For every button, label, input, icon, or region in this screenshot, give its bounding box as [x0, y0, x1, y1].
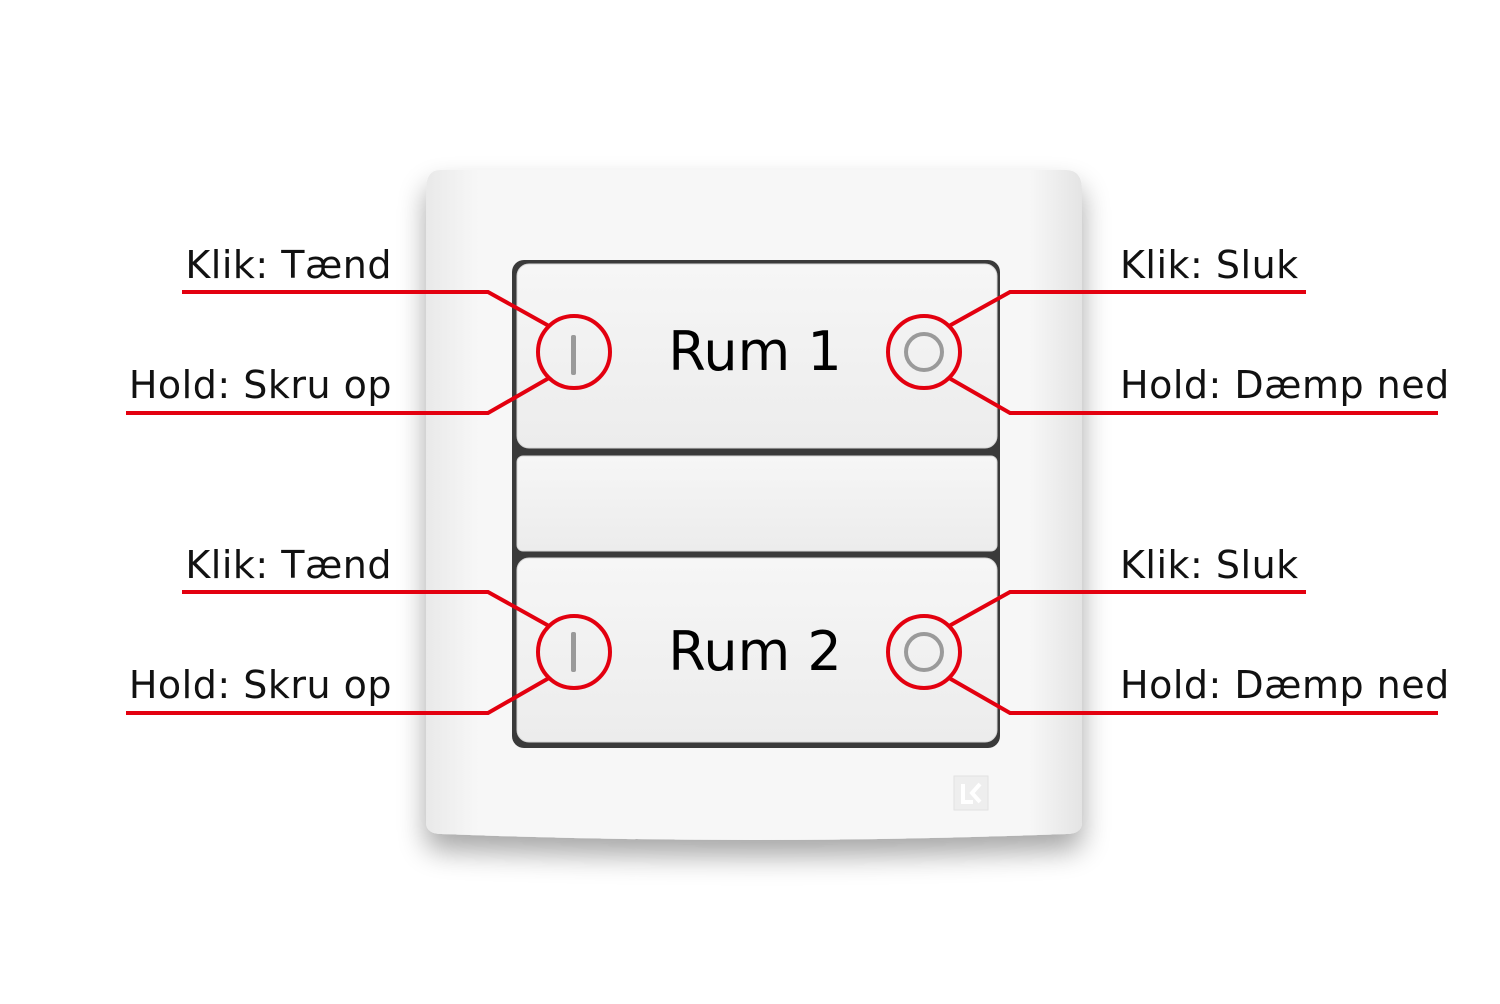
callout-line-left-2-bottom — [126, 676, 550, 715]
callout-line-right-1-bottom — [948, 376, 1438, 415]
callout-circle-left-2 — [536, 614, 612, 690]
lk-logo-icon — [953, 775, 989, 811]
label-right-2-hold: Hold: Dæmp ned — [1120, 663, 1450, 707]
callout-circle-right-2 — [886, 614, 962, 690]
on-bar-icon — [571, 632, 576, 672]
on-bar-icon — [571, 335, 576, 375]
callout-line-right-1-top — [948, 290, 1306, 328]
room-name-2: Rum 2 — [668, 620, 842, 683]
off-ring-icon — [904, 632, 944, 672]
callout-circle-right-1 — [886, 314, 962, 390]
label-right-1-click: Klik: Sluk — [1120, 243, 1299, 287]
callout-circle-left-1 — [536, 314, 612, 390]
label-right-2-click: Klik: Sluk — [1120, 543, 1299, 587]
room-name-1: Rum 1 — [668, 320, 842, 383]
callout-line-left-1-bottom — [126, 376, 550, 415]
off-ring-icon — [904, 332, 944, 372]
rocker-rum-2[interactable] — [516, 557, 998, 743]
callout-line-left-1-top — [182, 290, 550, 328]
label-left-2-click: Klik: Tænd — [185, 543, 392, 587]
callout-line-right-2-top — [948, 590, 1306, 628]
label-left-1-click: Klik: Tænd — [185, 243, 392, 287]
rocker-rum-1[interactable] — [516, 263, 998, 449]
callouts — [126, 290, 1438, 715]
callout-line-left-2-top — [182, 590, 550, 628]
blank-rocker — [516, 455, 998, 552]
label-left-1-hold: Hold: Skru op — [128, 363, 392, 407]
label-left-2-hold: Hold: Skru op — [128, 663, 392, 707]
label-right-1-hold: Hold: Dæmp ned — [1120, 363, 1450, 407]
callout-line-right-2-bottom — [948, 676, 1438, 715]
